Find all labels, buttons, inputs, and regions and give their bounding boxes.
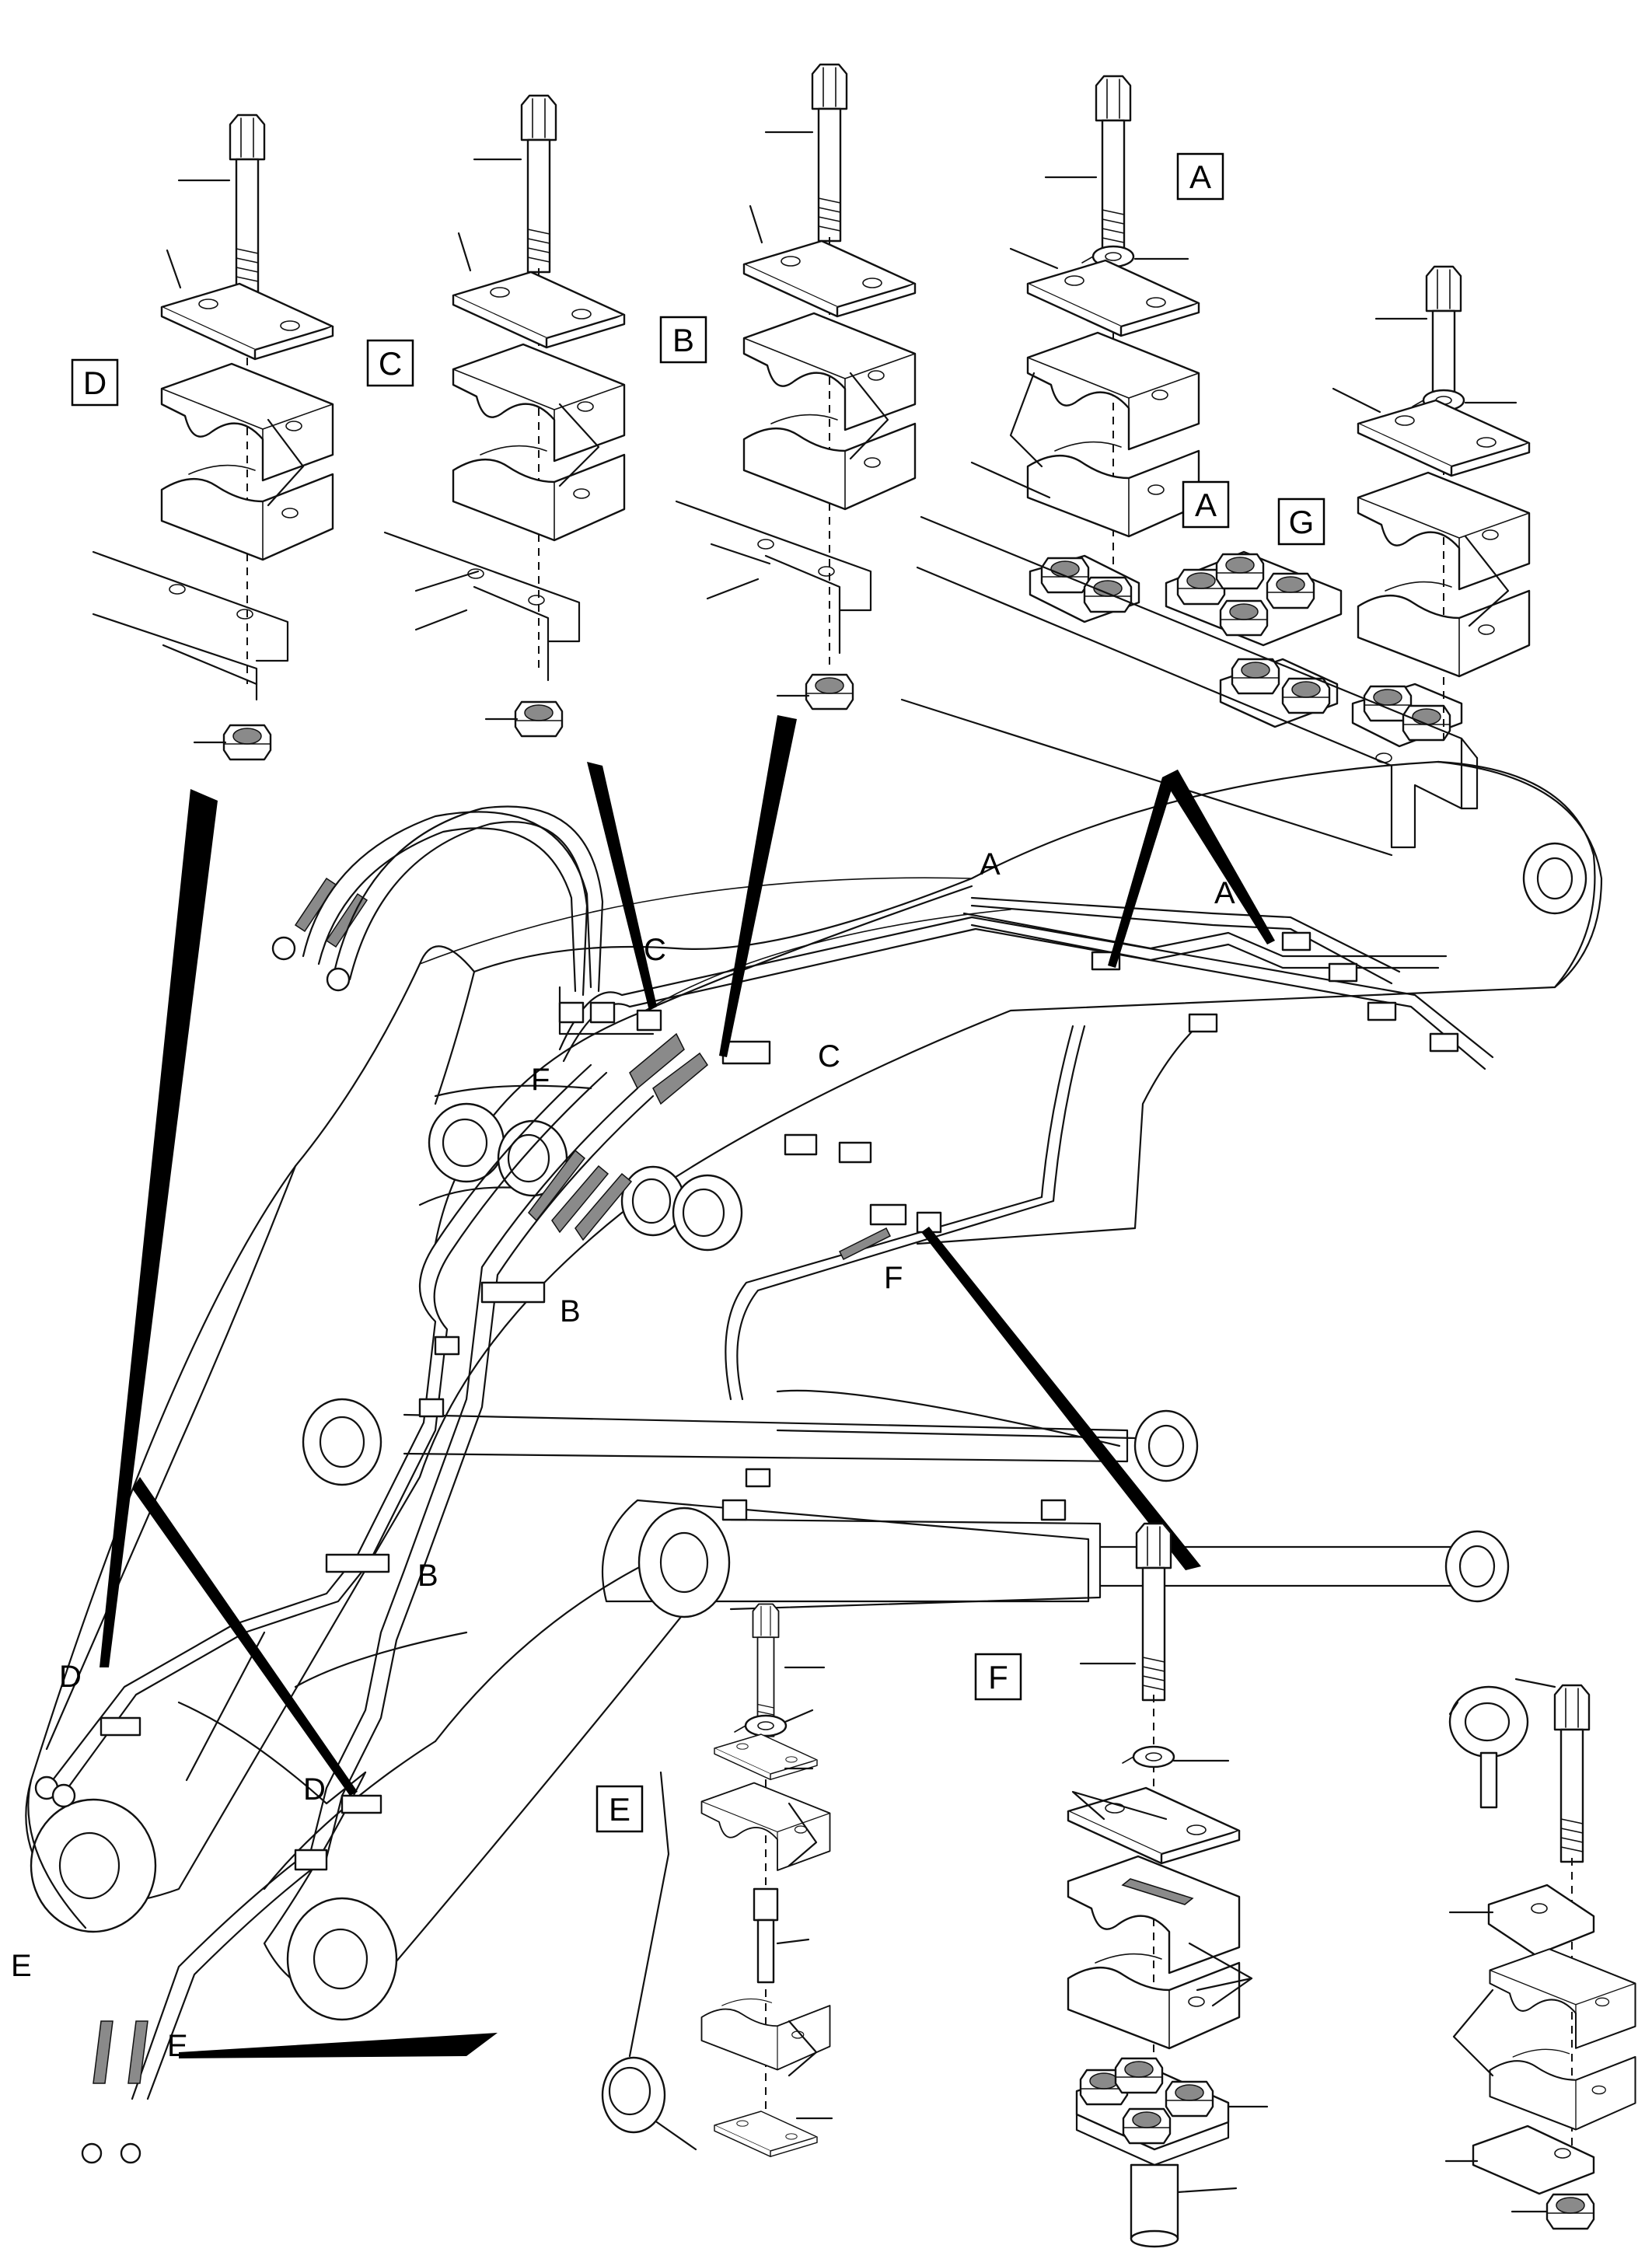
- svg-text:A: A: [1189, 159, 1211, 195]
- svg-text:A: A: [1195, 487, 1217, 523]
- boom-label-d1: D: [59, 1660, 82, 1694]
- boom-label-c1: C: [644, 933, 666, 967]
- boom-label-e1: E: [11, 1949, 32, 1983]
- detail-label-a-upper: A: [1176, 152, 1224, 201]
- boom-label-e2: E: [167, 2029, 188, 2063]
- boom-label-c2: C: [818, 1039, 840, 1074]
- detail-b-clamp-assembly: B: [659, 63, 917, 711]
- detail-f-clamp-assembly: F: [974, 1522, 1269, 2248]
- callout-wedge-f: [921, 1227, 1201, 1570]
- boom-label-b2: B: [417, 1559, 438, 1593]
- callout-wedge-c: [587, 762, 657, 1011]
- boom-label-f2: F: [884, 1261, 903, 1295]
- callout-wedge-d: [100, 789, 218, 1667]
- detail-label-d: D: [71, 358, 119, 407]
- svg-text:G: G: [1289, 504, 1315, 540]
- callout-wedge-a1: [1108, 770, 1178, 968]
- detail-c-clamp-assembly: C: [366, 94, 626, 738]
- detail-label-e: E: [595, 1785, 644, 1833]
- svg-text:F: F: [988, 1659, 1008, 1695]
- detail-a-g-clamp-assembly: A A G: [900, 75, 1531, 857]
- boom-label-a2: A: [1214, 876, 1235, 910]
- detail-label-a-lower: A: [1182, 480, 1230, 529]
- boom-label-b1: B: [560, 1294, 581, 1329]
- excavator-boom-assembly: A A C C F F B B D D E E: [11, 715, 1603, 2164]
- svg-text:E: E: [609, 1791, 630, 1828]
- svg-text:B: B: [672, 322, 694, 358]
- callout-wedge-b: [719, 715, 797, 1057]
- boom-label-f1: F: [531, 1063, 550, 1097]
- detail-label-f: F: [974, 1653, 1022, 1701]
- detail-label-g: G: [1277, 498, 1325, 546]
- detail-label-c: C: [366, 339, 414, 387]
- callout-wedge-e: [179, 2033, 498, 2058]
- detail-eyebolt-clamp-assembly: [1444, 1678, 1636, 2230]
- boom-label-d2: D: [303, 1772, 326, 1807]
- detail-e-clamp-assembly: E: [595, 1603, 833, 2157]
- detail-d-clamp-assembly: D: [71, 113, 334, 761]
- svg-text:C: C: [379, 345, 402, 382]
- svg-text:D: D: [83, 365, 107, 401]
- callout-wedge-a2: [1162, 770, 1275, 944]
- detail-label-b: B: [659, 316, 707, 364]
- boom-label-a1: A: [980, 847, 1001, 882]
